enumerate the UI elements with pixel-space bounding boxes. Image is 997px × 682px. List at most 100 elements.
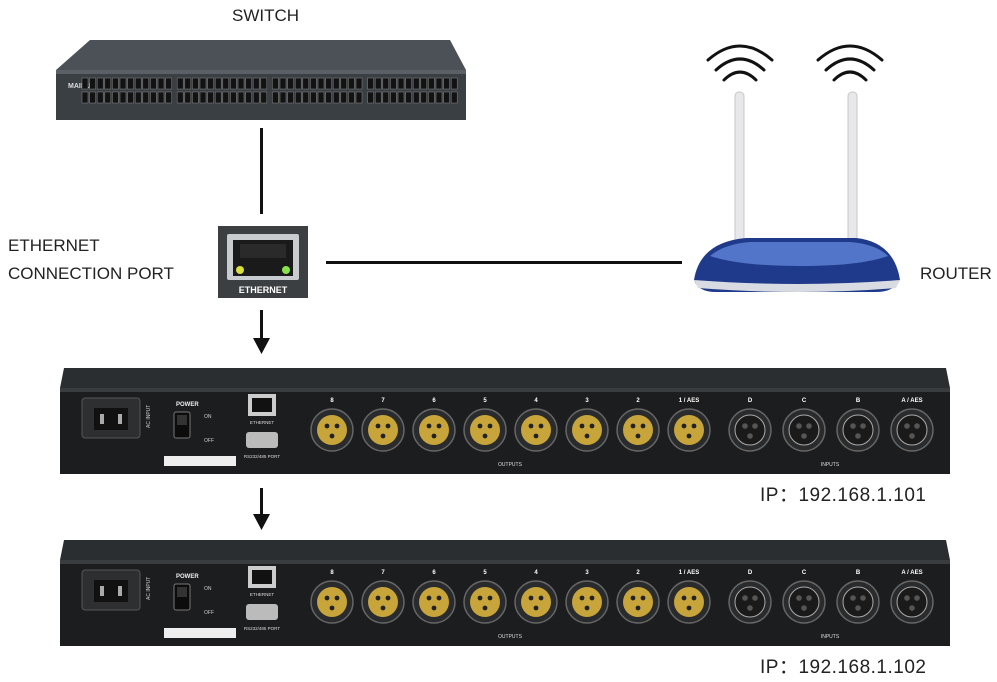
switch-port [245,91,252,104]
output-channel-label: 3 [585,570,589,576]
xlr-output-connector: 3 [565,398,609,452]
wire-switch-to-port [260,128,263,214]
xlr-input-connector: D [728,570,772,624]
input-channel-label: D [748,398,753,404]
switch-port [450,91,458,104]
switch-port [294,91,302,104]
switch-port [96,77,104,90]
switch-port [302,91,310,104]
switch-port [382,91,390,104]
switch-port [397,77,405,90]
xlr-output-connector: 5 [463,570,507,624]
arrow-to-device2-shaft [260,488,263,516]
ethernet-label-line1: ETHERNET [8,236,100,255]
port-led-left [236,266,244,274]
switch-port [367,77,374,90]
switch-port [348,77,355,90]
switch-port [272,77,279,90]
off-label: OFF [204,438,214,444]
input-channel-label: C [802,398,807,404]
output-channel-label: 8 [330,398,334,404]
inputs-label: INPUTS [821,634,840,640]
audio-processor-2: AC INPUT POWER ON OFF ETHERNET RS232/485… [60,540,950,646]
switch-port [89,91,96,104]
output-channel-label: 8 [330,570,334,576]
input-channel-label: C [802,570,807,576]
network-switch: MAIPU [56,40,466,120]
switch-port [245,77,252,90]
switch-port [420,91,428,104]
switch-port [405,77,412,90]
switch-port [230,91,237,104]
audio-processor-1: AC INPUT POWER ON OFF ETHERNET RS232/485… [60,368,950,474]
switch-port [199,91,207,104]
switch-port [237,77,245,90]
xlr-output-connector: 1 / AES [667,398,711,452]
xlr-output-connector: 3 [565,570,609,624]
xlr-input-connector: C [782,570,826,624]
power-label: POWER [176,402,199,408]
switch-port [435,91,443,104]
rs232-label: RS232/485 PORT [244,454,280,459]
switch-port [287,77,294,90]
switch-port [340,77,348,90]
xlr-output-connector: 8 [310,398,354,452]
switch-port [279,91,287,104]
output-channel-label: 6 [432,570,436,576]
xlr-input-connector: A / AES [890,570,934,624]
arrow-to-device1-shaft [260,310,263,340]
rs232-label: RS232/485 PORT [244,626,280,631]
switch-port [119,91,127,104]
switch-port [390,77,397,90]
switch-port [104,91,112,104]
input-channel-label: A / AES [901,570,922,576]
switch-port [260,91,268,104]
wifi-signal-left-icon [706,44,774,82]
xlr-input-connector: D [728,398,772,452]
switch-port [374,77,382,90]
xlr-output-connector: 5 [463,398,507,452]
switch-port [374,91,382,104]
on-label: ON [204,414,212,420]
switch-port [252,77,260,90]
output-channel-label: 3 [585,398,589,404]
switch-port [332,91,340,104]
switch-port [157,91,165,104]
switch-port [325,77,332,90]
xlr-input-connector: A / AES [890,398,934,452]
ethernet-label: ETHERNET [250,592,275,597]
switch-port [89,77,96,90]
switch-port [112,91,119,104]
switch-port [199,77,207,90]
output-channel-label: 1 / AES [679,570,699,576]
switch-port [207,91,214,104]
xlr-output-connector: 6 [412,398,456,452]
switch-port [81,91,89,104]
inputs-label: INPUTS [821,462,840,468]
switch-port [119,77,127,90]
switch-port [165,77,172,90]
switch-port [412,77,420,90]
switch-port [428,77,435,90]
switch-port [420,77,428,90]
switch-port [127,77,134,90]
switch-port [104,77,112,90]
switch-port [222,91,230,104]
switch-port [287,91,294,104]
wire-port-to-router [326,261,682,264]
switch-port [214,77,222,90]
switch-port [397,91,405,104]
outputs-label: OUTPUTS [498,634,523,640]
xlr-output-connector: 1 / AES [667,570,711,624]
ethernet-port: ETHERNET [218,226,308,298]
switch-port [142,91,150,104]
switch-port [176,91,184,104]
switch-port [222,77,230,90]
switch-port [157,77,165,90]
switch-ports [81,77,458,104]
input-channel-label: D [748,570,753,576]
switch-port [207,77,214,90]
xlr-output-connector: 7 [361,398,405,452]
switch-port [252,91,260,104]
